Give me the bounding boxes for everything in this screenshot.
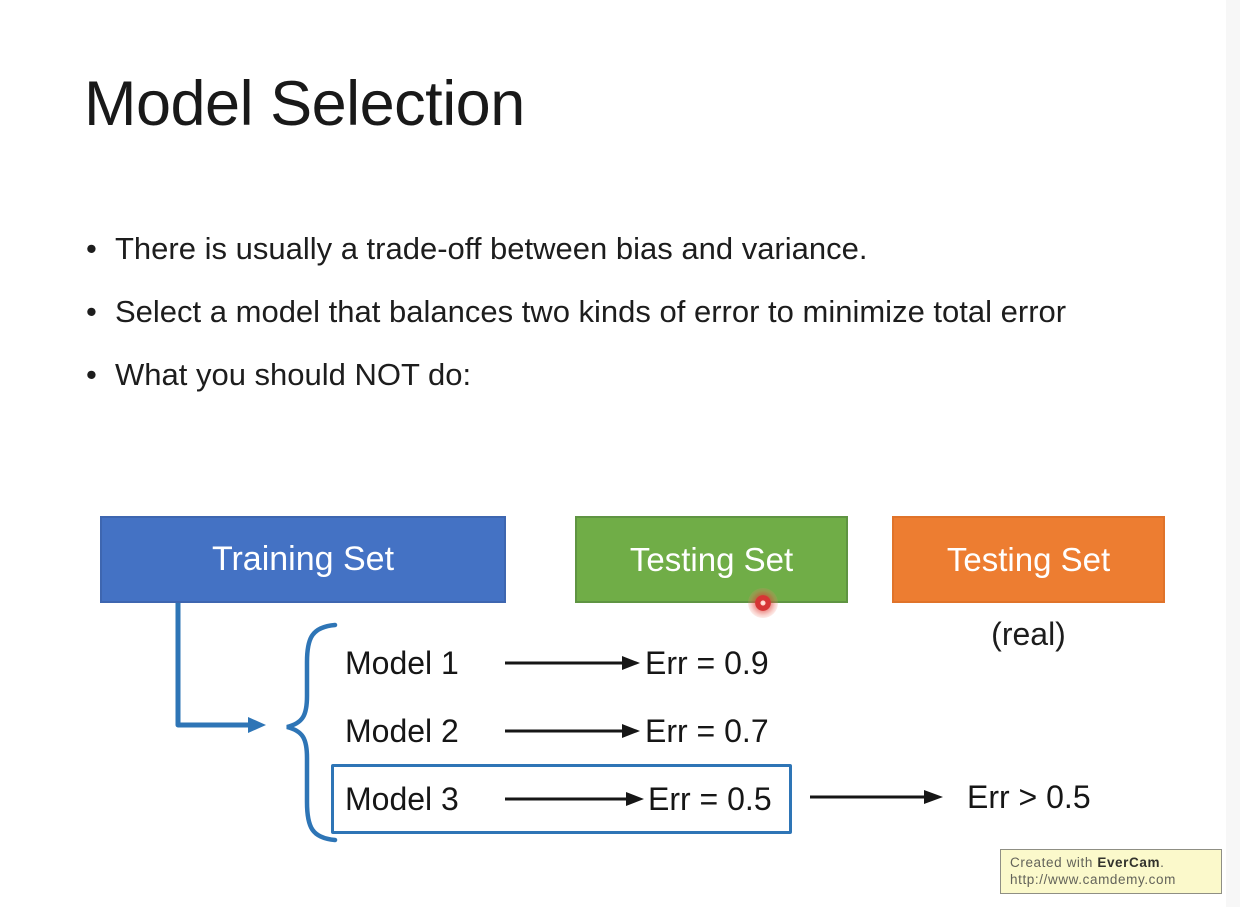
bullet-list: There is usually a trade-off between bia… xyxy=(86,227,1156,416)
training-set-box: Training Set xyxy=(100,516,506,603)
real-caption: (real) xyxy=(991,616,1066,652)
testing-set-real-box: Testing Set xyxy=(892,516,1165,603)
bullet-item: What you should NOT do: xyxy=(86,353,1156,396)
model-1-error: Err = 0.9 xyxy=(645,645,769,681)
evercam-brand: EverCam xyxy=(1097,855,1161,870)
model-2-label: Model 2 xyxy=(345,713,459,749)
model-3-label: Model 3 xyxy=(345,781,459,817)
bullet-item: Select a model that balances two kinds o… xyxy=(86,290,1156,333)
models-brace xyxy=(286,622,338,843)
slide-title: Model Selection xyxy=(84,69,525,139)
final-error-label: Err > 0.5 xyxy=(967,779,1091,815)
watermark-line1: Created with EverCam. xyxy=(1010,855,1165,870)
arrow-model1-head xyxy=(622,656,640,670)
laser-pointer-dot xyxy=(748,588,778,618)
right-edge-strip xyxy=(1226,0,1240,907)
testing-set-label: Testing Set xyxy=(629,540,794,578)
evercam-watermark: Created with EverCam. http://www.camdemy… xyxy=(1000,849,1222,894)
model-2-error: Err = 0.7 xyxy=(645,713,769,749)
model-1-label: Model 1 xyxy=(345,645,459,681)
bullet-item: There is usually a trade-off between bia… xyxy=(86,227,1156,270)
testing-set-real-label: Testing Set xyxy=(946,540,1111,578)
model-3-error: Err = 0.5 xyxy=(648,781,772,817)
testing-set-box: Testing Set xyxy=(575,516,848,603)
arrow-model2-head xyxy=(622,724,640,738)
watermark-url: http://www.camdemy.com xyxy=(1010,872,1176,887)
arrow-model3-final-head xyxy=(924,790,943,804)
model-3-highlight-box xyxy=(331,764,792,834)
training-connector-line xyxy=(175,603,248,728)
training-connector-arrowhead xyxy=(248,717,266,733)
training-set-label: Training Set xyxy=(211,540,395,578)
